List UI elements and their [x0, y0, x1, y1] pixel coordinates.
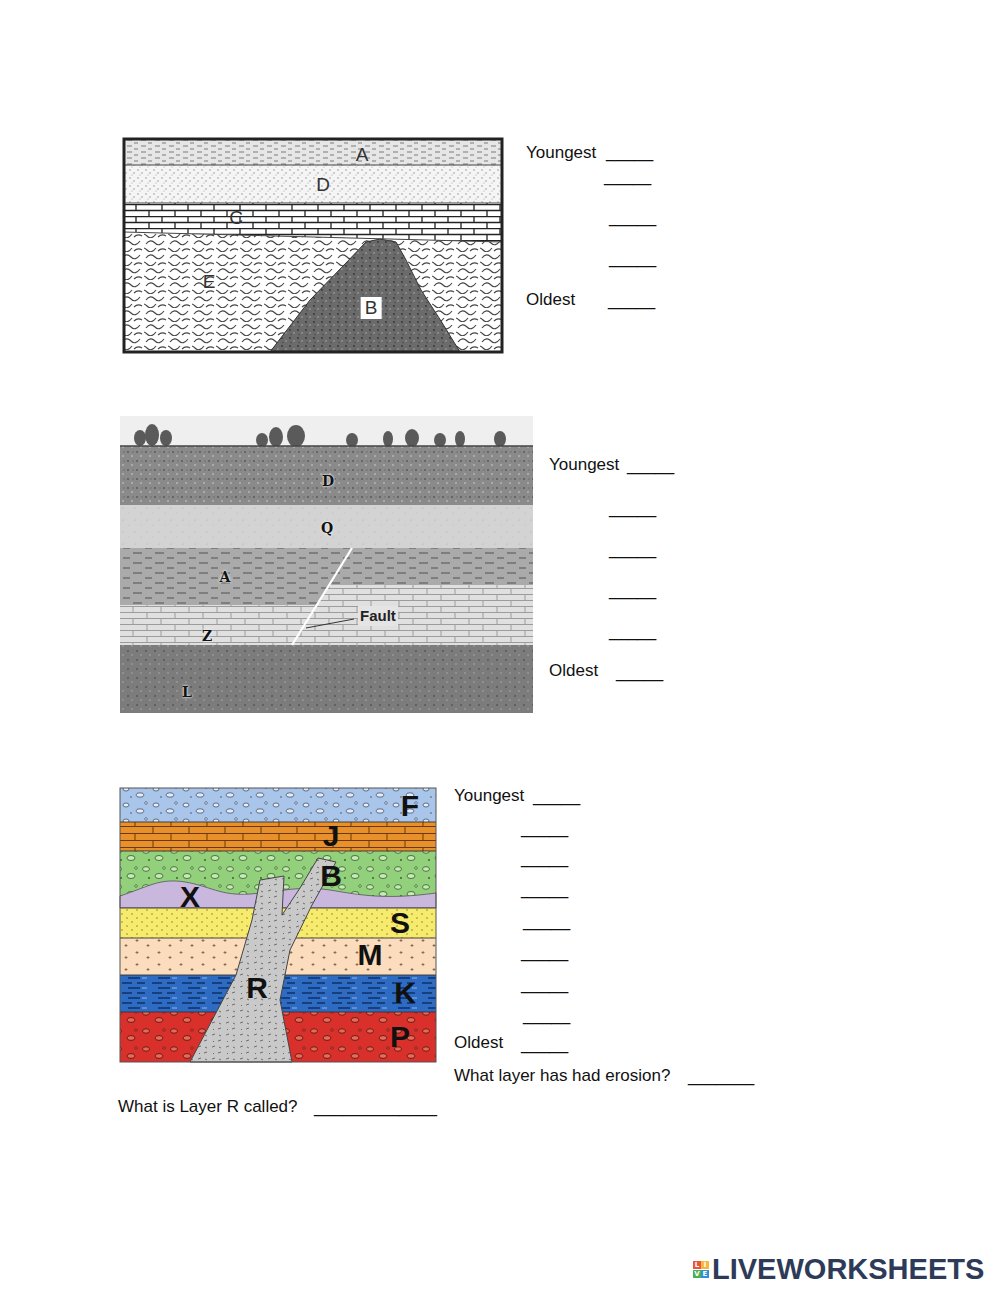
prompt-text: Oldest	[454, 1033, 503, 1053]
intrusion	[270, 239, 460, 352]
question-text: What is Layer R called?	[118, 1097, 298, 1117]
layer-letter: D	[316, 175, 330, 195]
art-shape	[405, 429, 419, 447]
answer-blank: _____	[604, 167, 651, 187]
logo-icon	[693, 1261, 709, 1278]
cross-section-two	[120, 416, 533, 713]
rock-layer	[124, 165, 502, 203]
answer-blank: _____	[521, 1035, 568, 1055]
sky	[120, 416, 533, 447]
answer-blank: _____	[609, 499, 656, 519]
answer-blank: _____	[521, 880, 568, 900]
layer-letter: S	[390, 907, 410, 939]
answer-blank: _____	[521, 943, 568, 963]
frame	[124, 139, 502, 352]
art-shape	[701, 1270, 709, 1278]
layer-letter: L	[182, 682, 192, 702]
logo-letter: I	[704, 1261, 707, 1269]
answer-blank: _____	[616, 663, 663, 683]
layer-letter: B	[361, 297, 382, 319]
layer-letter: C	[229, 208, 243, 228]
art-shape	[269, 427, 283, 447]
layer-letter: A	[220, 567, 231, 587]
layer-letter: R	[246, 972, 268, 1004]
rock-layer	[120, 548, 352, 605]
rock-layer	[120, 822, 436, 851]
answer-blank: _____	[609, 622, 656, 642]
answer-blank: _____________	[314, 1098, 437, 1118]
watermark: LIVEWORKSHEETS	[712, 1253, 984, 1285]
prompt-text: Oldest	[526, 290, 575, 310]
art-shape	[455, 431, 465, 447]
art-shape	[287, 425, 305, 447]
answer-blank: _____	[521, 849, 568, 869]
answer-blank: _____	[627, 456, 674, 476]
layer-letter: A	[356, 145, 369, 165]
cross-section-three	[120, 788, 436, 1062]
fault-line	[292, 548, 352, 645]
frame	[120, 788, 436, 1062]
layer-letter: B	[320, 860, 342, 892]
answer-blank: _____	[606, 143, 653, 163]
rock-layer	[120, 605, 317, 645]
leader-line	[306, 619, 354, 628]
rock-layer	[124, 232, 502, 352]
rock-layer	[120, 788, 436, 822]
question-text: What layer has had erosion?	[454, 1066, 670, 1086]
art-shape	[145, 424, 159, 446]
art-shape	[160, 430, 172, 446]
rock-layer	[124, 139, 502, 165]
answer-blank: _____	[609, 540, 656, 560]
answer-blank: _____	[609, 581, 656, 601]
layer-letter: Q	[321, 518, 333, 538]
art-shape	[256, 433, 268, 447]
answer-blank: _____	[523, 912, 570, 932]
layer-letter: J	[323, 820, 340, 852]
art-shape	[494, 431, 506, 447]
answer-blank: _____	[533, 787, 580, 807]
answer-blank: _______	[688, 1067, 754, 1087]
layer-letter: Z	[202, 626, 212, 646]
logo-letter: E	[703, 1270, 708, 1278]
answer-blank: _____	[523, 1006, 570, 1026]
igneous-intrusion	[190, 858, 336, 1062]
layer-letter: M	[358, 939, 383, 971]
art-shape	[693, 1270, 701, 1278]
ground-line	[120, 445, 533, 447]
prompt-text: Youngest	[454, 786, 524, 806]
answer-blank: _____	[609, 208, 656, 228]
cross-section-one	[124, 139, 502, 352]
art-shape	[693, 1261, 701, 1269]
answer-blank: _____	[608, 291, 655, 311]
layer-letter: P	[390, 1021, 410, 1053]
prompt-text: Youngest	[549, 455, 619, 475]
art-shape	[701, 1261, 709, 1269]
art-shape	[434, 433, 446, 447]
layer-letter: K	[394, 977, 416, 1009]
layer-boundary	[124, 165, 502, 242]
art-shape	[383, 431, 393, 447]
rock-layer	[120, 505, 533, 548]
answer-blank: _____	[521, 975, 568, 995]
art-shape	[134, 430, 146, 446]
logo-letter: V	[694, 1270, 699, 1278]
answer-blank: _____	[609, 249, 656, 269]
trees	[134, 424, 506, 447]
fault-label: Fault	[358, 606, 398, 626]
layer-letter: D	[322, 471, 334, 491]
layer-letter: X	[180, 881, 200, 913]
prompt-text: Oldest	[549, 661, 598, 681]
layer-letter: E	[203, 272, 216, 292]
rock-layer	[120, 446, 533, 505]
rock-layer	[120, 645, 533, 713]
logo-letter: L	[695, 1261, 699, 1269]
answer-blank: _____	[521, 819, 568, 839]
art-shape	[346, 433, 358, 447]
layer-letter: F	[401, 790, 419, 822]
prompt-text: Youngest	[526, 143, 596, 163]
